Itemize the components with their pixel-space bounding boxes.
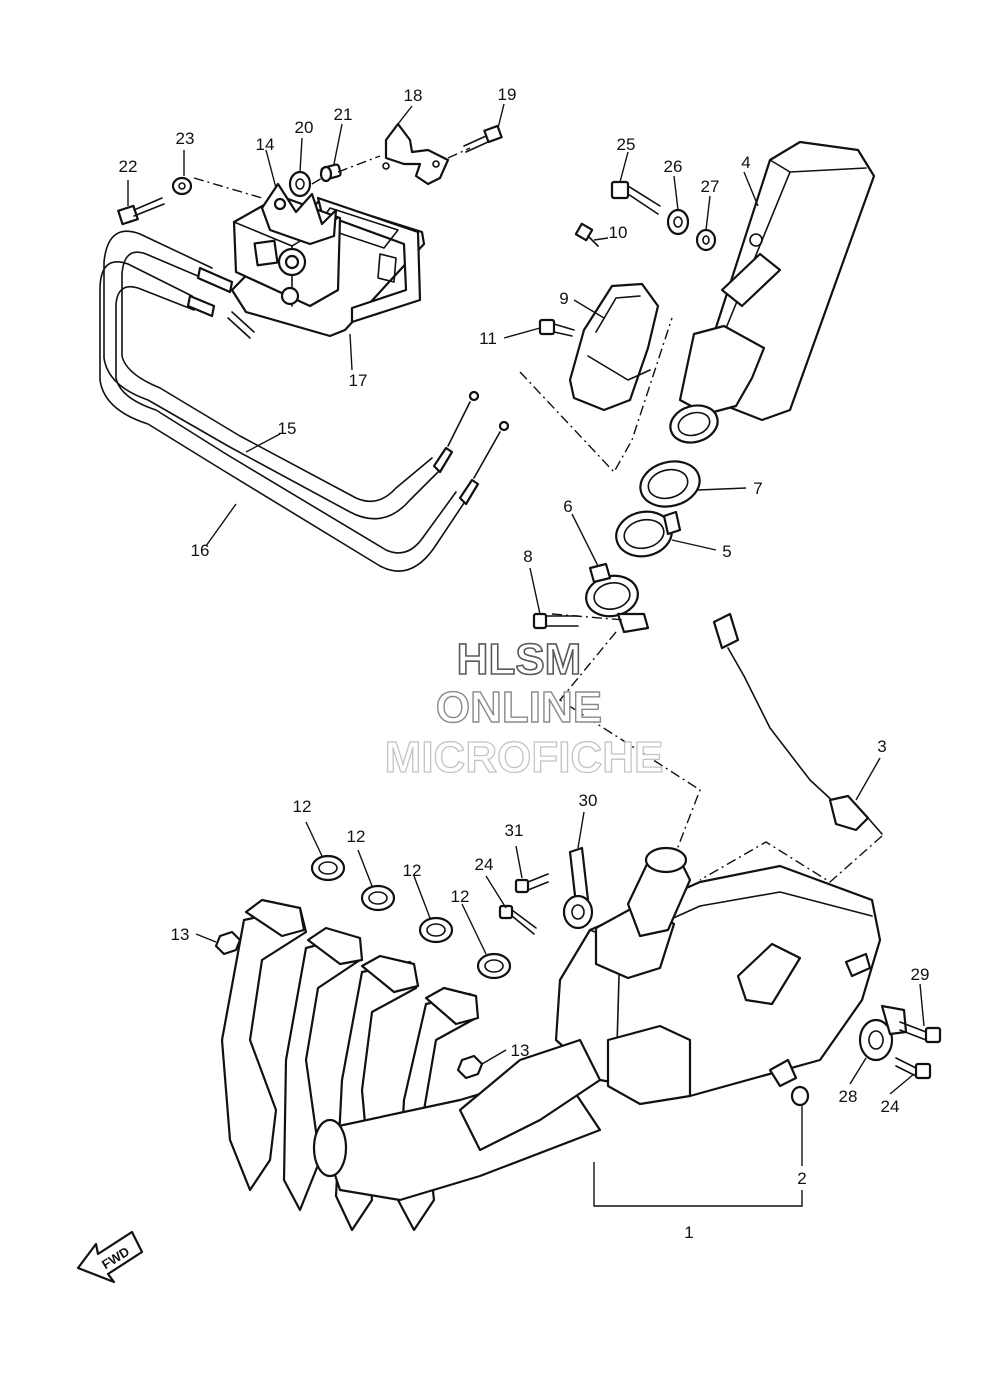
callout-16: 16	[191, 541, 210, 560]
callout-17: 17	[349, 371, 368, 390]
callout-22: 22	[119, 157, 138, 176]
callout-31: 31	[505, 821, 524, 840]
grommet-20	[288, 170, 312, 198]
callout-7: 7	[753, 479, 762, 498]
callout-15: 15	[278, 419, 297, 438]
o2-sensor-3	[699, 612, 883, 883]
muffler-assembly	[519, 140, 876, 853]
bolt-8	[532, 612, 579, 630]
gasket-12-1	[310, 854, 346, 882]
callout-24-left: 24	[475, 855, 494, 874]
callout-25: 25	[617, 135, 636, 154]
collar-21	[319, 163, 342, 183]
bolt-24-right	[895, 1057, 932, 1080]
callout-30: 30	[579, 791, 598, 810]
bracket-28	[858, 1004, 908, 1062]
watermark-line-2: ONLINE	[436, 683, 602, 732]
callout-28: 28	[839, 1087, 858, 1106]
leader-lines	[127, 103, 925, 1207]
callout-8: 8	[523, 547, 532, 566]
callout-18: 18	[404, 86, 423, 105]
watermark-line-3: MICROFICHE	[385, 733, 664, 782]
callout-10: 10	[609, 223, 628, 242]
callout-14: 14	[256, 135, 275, 154]
bolt-24-left	[498, 904, 537, 935]
bracket-18	[384, 122, 450, 186]
callout-26: 26	[664, 157, 683, 176]
bolt-22	[117, 197, 165, 226]
gasket-12-3	[418, 916, 454, 944]
callout-19: 19	[498, 85, 517, 104]
callout-3: 3	[877, 737, 886, 756]
callout-labels: 1 2 3 4 5 6 7 8 9 10 11 12 12 12 12 13 1…	[119, 85, 930, 1242]
callout-23: 23	[176, 129, 195, 148]
bolt-29	[899, 1021, 942, 1044]
bolt-31	[514, 873, 549, 894]
clamp-5	[615, 510, 682, 558]
bracket-30	[562, 846, 594, 930]
callout-13-right: 13	[511, 1041, 530, 1060]
bolt-10	[574, 222, 599, 247]
callout-12-3: 12	[403, 861, 422, 880]
exhaust-pipe-assembly-1	[214, 846, 942, 1232]
callout-20: 20	[295, 118, 314, 137]
nut-13-right	[456, 1054, 484, 1080]
gasket-12-4	[476, 952, 512, 980]
callout-6: 6	[563, 497, 572, 516]
nut-13-left	[214, 930, 242, 956]
protector-9	[568, 282, 660, 412]
gasket-7	[639, 460, 701, 508]
callout-12-2: 12	[347, 827, 366, 846]
damper-2	[768, 1058, 810, 1107]
callout-4: 4	[741, 153, 750, 172]
callout-2: 2	[797, 1169, 806, 1188]
collar-27	[695, 228, 717, 252]
callout-21: 21	[334, 105, 353, 124]
watermark-line-1: HLSM	[457, 635, 582, 684]
callout-13-left: 13	[171, 925, 190, 944]
washer-23	[171, 176, 193, 196]
callout-1: 1	[684, 1223, 693, 1242]
servo-motor-assembly	[117, 122, 503, 338]
callout-9: 9	[559, 289, 568, 308]
callout-27: 27	[701, 177, 720, 196]
callout-5: 5	[722, 542, 731, 561]
callout-12-4: 12	[451, 887, 470, 906]
watermark: HLSM ONLINE MICROFICHE	[384, 634, 664, 782]
bolt-19	[463, 124, 503, 153]
callout-24-right: 24	[881, 1097, 900, 1116]
forward-direction-arrow: FWD	[76, 1230, 144, 1284]
callout-11: 11	[479, 329, 497, 348]
clamp-6	[585, 562, 650, 634]
valve-cables	[99, 230, 510, 572]
bolt-25	[610, 180, 661, 215]
bolt-11	[538, 318, 575, 337]
callout-29: 29	[911, 965, 930, 984]
washer-26	[666, 208, 690, 236]
gasket-12-2	[360, 884, 396, 912]
callout-12-1: 12	[293, 797, 312, 816]
